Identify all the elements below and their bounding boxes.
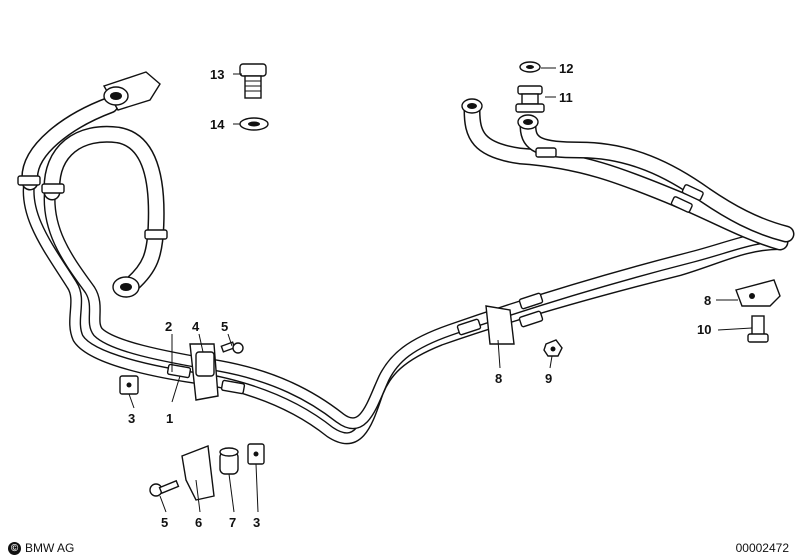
- fitting-11: [515, 85, 545, 113]
- callouts: 13 14 12 11 2 4 5 3 1 8 9 8 10 5 6 7 3: [128, 61, 711, 530]
- hose-fitting-top-left: [102, 71, 161, 111]
- leader-lines: [128, 67, 753, 513]
- clamp-assembly-left: [166, 343, 246, 401]
- callout-3-left: 3: [128, 411, 135, 426]
- clip-3-left: [119, 375, 139, 395]
- grommet-7: [219, 447, 239, 475]
- bracket-6: [181, 445, 215, 501]
- callout-4: 4: [192, 319, 200, 334]
- callout-1: 1: [166, 411, 173, 426]
- callout-5-lower: 5: [161, 515, 168, 530]
- callout-12: 12: [559, 61, 573, 76]
- right-hose-lower: [519, 117, 795, 243]
- callout-10: 10: [697, 322, 711, 337]
- callout-6: 6: [195, 515, 202, 530]
- callout-3-lower: 3: [253, 515, 260, 530]
- callout-11: 11: [559, 90, 573, 105]
- nut-9: [543, 339, 563, 357]
- left-hose-inner: [43, 125, 165, 293]
- callout-14: 14: [210, 117, 225, 132]
- hose-fittings-right: [461, 98, 704, 213]
- callout-8-right: 8: [704, 293, 711, 308]
- washer-14: [239, 117, 269, 131]
- brand-name: BMW AG: [25, 541, 75, 555]
- callout-5-upper: 5: [221, 319, 228, 334]
- callout-13: 13: [210, 67, 224, 82]
- drawing-number: 00002472: [735, 541, 789, 555]
- clamp-assembly-right: [456, 292, 544, 345]
- hose-fitting-bottom-left: [112, 276, 140, 298]
- left-hose-outer: [21, 96, 119, 191]
- bolt-10: [747, 315, 769, 343]
- screw-5-lower: [149, 479, 180, 497]
- callout-2: 2: [165, 319, 172, 334]
- hose-clamps-left: [17, 175, 168, 240]
- right-hose-upper: [463, 101, 789, 251]
- copyright-brand: © BMW AG: [8, 541, 74, 555]
- callout-8-center: 8: [495, 371, 502, 386]
- callout-9: 9: [545, 371, 552, 386]
- copyright-icon: ©: [8, 541, 21, 555]
- screw-5-upper: [220, 341, 244, 354]
- bracket-8-right: [735, 279, 781, 307]
- bolt-13: [239, 63, 267, 99]
- fuel-line-rear: [22, 172, 786, 445]
- fuel-line-front: [43, 184, 792, 430]
- washer-12: [519, 61, 541, 73]
- clip-3-lower: [247, 443, 265, 465]
- callout-7: 7: [229, 515, 236, 530]
